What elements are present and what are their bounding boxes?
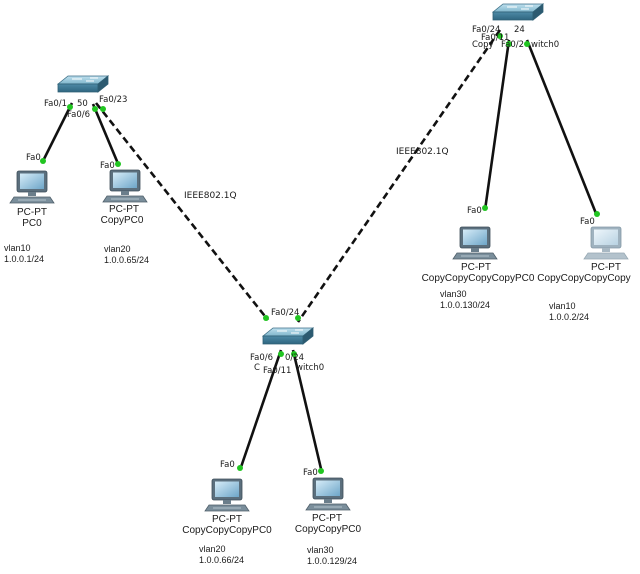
computer-icon <box>9 170 55 204</box>
pc-type-label: PC-PT <box>17 207 47 218</box>
port-dot <box>92 106 98 112</box>
switch-right-port-extra: 24 <box>514 25 525 35</box>
switch-right-port-a: Fa0/11 <box>481 33 509 43</box>
computer-icon <box>102 169 148 203</box>
port-dot <box>67 104 73 110</box>
port-dot <box>295 315 301 321</box>
cable-pc-vlan30-bottom[interactable] <box>291 349 324 474</box>
pc-port-label: Fa0 <box>100 161 115 171</box>
computer-icon <box>452 226 498 260</box>
pc-ip-label: 1.0.0.1/24 <box>4 254 44 264</box>
trunk-left-label: IEEE802.1Q <box>184 191 237 201</box>
port-dot <box>263 315 269 321</box>
cable-pc0[interactable] <box>40 102 74 164</box>
port-dot <box>506 41 512 47</box>
port-dot <box>278 351 284 357</box>
switch-center-name-fragment: C <box>254 363 260 373</box>
switch-center-port-extra: 0/24 <box>285 353 304 363</box>
switch-left[interactable] <box>57 75 109 93</box>
pc-vlan-label: vlan30 <box>440 289 467 299</box>
cable-copypc0[interactable] <box>91 103 121 167</box>
pc-ip-label: 1.0.0.2/24 <box>549 312 589 322</box>
port-dot <box>40 158 46 164</box>
switch-right-port-b: Fa0/2 <box>501 40 524 50</box>
pc-name-label: CopyCopyCopyCopy <box>537 273 630 284</box>
switch-center-name-end: witch0 <box>296 363 324 373</box>
switch-left-port-trunk: Fa0/23 <box>99 95 127 105</box>
pc-ip-label: 1.0.0.129/24 <box>307 556 357 566</box>
port-dot <box>291 351 297 357</box>
pc-vlan-label: vlan30 <box>307 545 334 555</box>
pc-ip-label: 1.0.0.65/24 <box>104 255 149 265</box>
switch-center-port-trunk: Fa0/24 <box>271 308 299 318</box>
pc-type-label: PC-PT <box>312 513 342 524</box>
pc-port-label: Fa0 <box>580 217 595 227</box>
trunk-link-left[interactable] <box>94 102 270 321</box>
computer-icon <box>583 226 629 260</box>
port-dot <box>318 468 324 474</box>
cable-pc-vlan20-bottom[interactable] <box>238 349 283 471</box>
pc-ip-label: 1.0.0.130/24 <box>440 300 490 310</box>
switch-left-name-fragment: 50 <box>77 99 88 109</box>
port-dot <box>237 465 243 471</box>
pc-vlan-label: vlan20 <box>104 244 131 254</box>
pc-copycopypc0[interactable]: Fa0 PC-PT CopyCopyPC0 vlan30 1.0.0.129/2… <box>295 468 362 566</box>
switch-left-port-a: Fa0/1 <box>44 99 67 109</box>
pc-port-label: Fa0 <box>26 153 41 163</box>
switch-right-port-top: Fa0/24 <box>472 25 500 35</box>
pc-copycopycopycopy[interactable]: Fa0 PC-PT CopyCopyCopyCopy vlan10 1.0.0.… <box>537 217 630 322</box>
switch-right-name-fragment: Copy <box>472 40 494 50</box>
computer-icon <box>305 477 351 511</box>
switch-center-port-b: Fa0/11 <box>263 366 291 376</box>
port-dot <box>524 41 530 47</box>
pc-name-label: CopyCopyCopyPC0 <box>182 525 272 536</box>
switch-right-name-end: witch0 <box>531 40 559 50</box>
switch-center[interactable] <box>262 327 314 345</box>
pc-name-label: PC0 <box>22 218 42 229</box>
trunk-link-right[interactable] <box>296 29 502 323</box>
pc-name-label: CopyCopyPC0 <box>295 524 362 535</box>
pc-port-label: Fa0 <box>220 460 235 470</box>
cable-pc-vlan10-right[interactable] <box>525 39 599 217</box>
pc-copycopycopypc0[interactable]: Fa0 PC-PT CopyCopyCopyPC0 vlan20 1.0.0.6… <box>182 460 272 565</box>
pc-type-label: PC-PT <box>461 262 491 273</box>
switch-right[interactable] <box>492 3 544 21</box>
pc-vlan-label: vlan10 <box>549 301 576 311</box>
pc-copycopycopycopypc0[interactable]: Fa0 PC-PT CopyCopyCopyCopyPC0 vlan30 1.0… <box>422 206 535 310</box>
trunk-right-label: IEEE802.1Q <box>396 147 449 157</box>
pc-copypc0[interactable]: Fa0 PC-PT CopyPC0 vlan20 1.0.0.65/24 <box>100 161 149 265</box>
pc-type-label: PC-PT <box>109 204 139 215</box>
pc-name-label: CopyPC0 <box>101 215 144 226</box>
pc-vlan-label: vlan20 <box>199 544 226 554</box>
pc-type-label: PC-PT <box>591 262 621 273</box>
port-dot <box>100 106 106 112</box>
port-dot <box>115 161 121 167</box>
pc-port-label: Fa0 <box>467 206 482 216</box>
port-dot <box>497 33 503 39</box>
pc-type-label: PC-PT <box>212 514 242 525</box>
switch-left-port-b: Fa0/6 <box>67 110 90 120</box>
port-dot <box>594 211 600 217</box>
pc-name-label: CopyCopyCopyCopyPC0 <box>422 273 535 284</box>
pc-vlan-label: vlan10 <box>4 243 31 253</box>
switch-center-port-a: Fa0/6 <box>250 353 273 363</box>
pc-port-label: Fa0 <box>303 468 318 478</box>
computer-icon <box>204 478 250 512</box>
pc-ip-label: 1.0.0.66/24 <box>199 555 244 565</box>
port-dot <box>482 205 488 211</box>
cable-pc-vlan30-right[interactable] <box>483 39 511 211</box>
pc-pc0[interactable]: Fa0 PC-PT PC0 vlan10 1.0.0.1/24 <box>4 153 55 264</box>
